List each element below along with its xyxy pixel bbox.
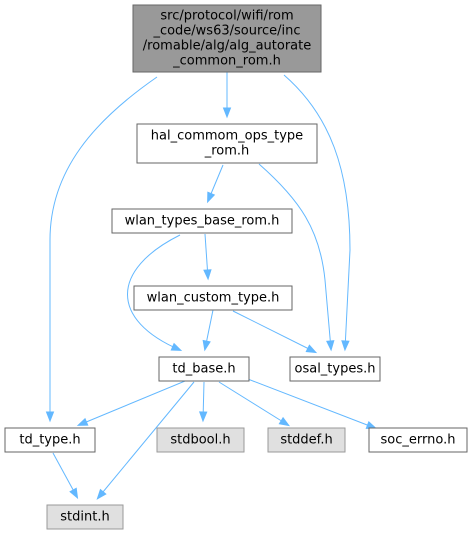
edge-root-to-hal_commom_ops_type_rom <box>222 72 232 119</box>
node-box <box>136 123 318 164</box>
edge-line <box>127 234 181 351</box>
node-label: soc_errno.h <box>381 433 456 448</box>
arrowhead-icon <box>222 107 232 119</box>
node-label: src/protocol/wifi/rom <box>160 9 293 24</box>
node-label: wlan_types_base_rom.h <box>125 214 280 229</box>
node-box <box>368 427 468 453</box>
edges-layer <box>45 72 378 500</box>
arrowhead-icon <box>198 411 208 423</box>
edge-td_base-to-td_type <box>76 380 186 426</box>
edge-wlan_types_base_rom-to-wlan_custom_type <box>203 233 212 281</box>
node-box <box>4 427 96 453</box>
edge-line <box>232 310 316 353</box>
node-box <box>46 504 124 530</box>
node-td-base[interactable]: td_base.h <box>158 356 250 382</box>
node-label: wlan_custom_type.h <box>147 291 280 306</box>
node-stdint[interactable]: stdint.h <box>46 504 124 530</box>
node-label: _common_rom.h <box>172 54 281 69</box>
node-box <box>133 285 293 311</box>
edge-line <box>78 380 186 426</box>
arrowhead-icon <box>202 339 211 352</box>
node-hal-commom-ops-type-rom[interactable]: hal_commom_ops_type_rom.h <box>136 123 318 164</box>
node-box <box>111 208 293 234</box>
edge-td_type-to-stdint <box>52 452 79 500</box>
node-soc-errno[interactable]: soc_errno.h <box>368 427 468 453</box>
arrowhead-icon <box>45 411 55 423</box>
node-td-type[interactable]: td_type.h <box>4 427 96 453</box>
node-root[interactable]: src/protocol/wifi/rom_code/ws63/source/i… <box>132 4 322 73</box>
edge-td_base-to-stddef <box>218 381 291 427</box>
edge-td_base-to-soc_errno <box>239 375 378 429</box>
node-label: _code/ws63/source/inc <box>152 24 300 39</box>
node-stddef[interactable]: stddef.h <box>267 427 346 453</box>
arrowhead-icon <box>207 191 216 204</box>
arrowhead-icon <box>96 488 107 500</box>
nodes-layer: src/protocol/wifi/rom_code/ws63/source/i… <box>4 4 468 530</box>
node-label: stdint.h <box>60 510 109 525</box>
edge-line <box>218 381 289 426</box>
edge-line <box>97 381 195 499</box>
edge-td_base-to-stdbool <box>198 381 208 423</box>
node-stdbool[interactable]: stdbool.h <box>156 427 245 453</box>
edge-hal_commom_ops_type_rom-to-osal_types <box>258 163 335 352</box>
node-label: hal_commom_ops_type <box>151 129 303 144</box>
arrowhead-icon <box>170 342 183 351</box>
arrowhead-icon <box>76 417 89 426</box>
edge-hal_commom_ops_type_rom-to-wlan_types_base_rom <box>207 164 224 204</box>
node-label: td_type.h <box>19 433 80 448</box>
node-label: stdbool.h <box>170 433 230 448</box>
node-box <box>158 356 250 382</box>
node-wlan-custom-type[interactable]: wlan_custom_type.h <box>133 285 293 311</box>
edge-line <box>239 375 376 429</box>
node-box <box>132 4 322 73</box>
edge-root-to-td_type <box>45 76 158 423</box>
node-label: stddef.h <box>280 433 332 448</box>
arrowhead-icon <box>278 416 291 427</box>
node-label: osal_types.h <box>295 362 376 377</box>
edge-wlan_custom_type-to-td_base <box>202 309 214 352</box>
node-box <box>289 356 381 382</box>
node-osal-types[interactable]: osal_types.h <box>289 356 381 382</box>
edge-td_base-to-stdint <box>96 381 195 500</box>
edge-wlan_custom_type-to-osal_types <box>232 310 318 354</box>
arrowhead-icon <box>69 487 79 500</box>
edge-line <box>258 163 332 350</box>
node-label: td_base.h <box>172 362 235 377</box>
arrowhead-icon <box>365 420 378 429</box>
arrowhead-icon <box>326 340 335 352</box>
edge-line <box>49 76 158 420</box>
arrowhead-icon <box>305 344 318 354</box>
node-wlan-types-base-rom[interactable]: wlan_types_base_rom.h <box>111 208 293 234</box>
node-box <box>267 427 346 453</box>
node-box <box>156 427 245 453</box>
edge-wlan_types_base_rom-to-td_base <box>127 234 183 351</box>
arrowhead-icon <box>341 340 350 352</box>
edge-line <box>283 74 351 350</box>
node-label: /romable/alg/alg_autorate <box>143 39 311 54</box>
edge-root-to-osal_types <box>283 74 351 352</box>
arrowhead-icon <box>203 269 212 281</box>
node-label: _rom.h <box>204 144 250 159</box>
